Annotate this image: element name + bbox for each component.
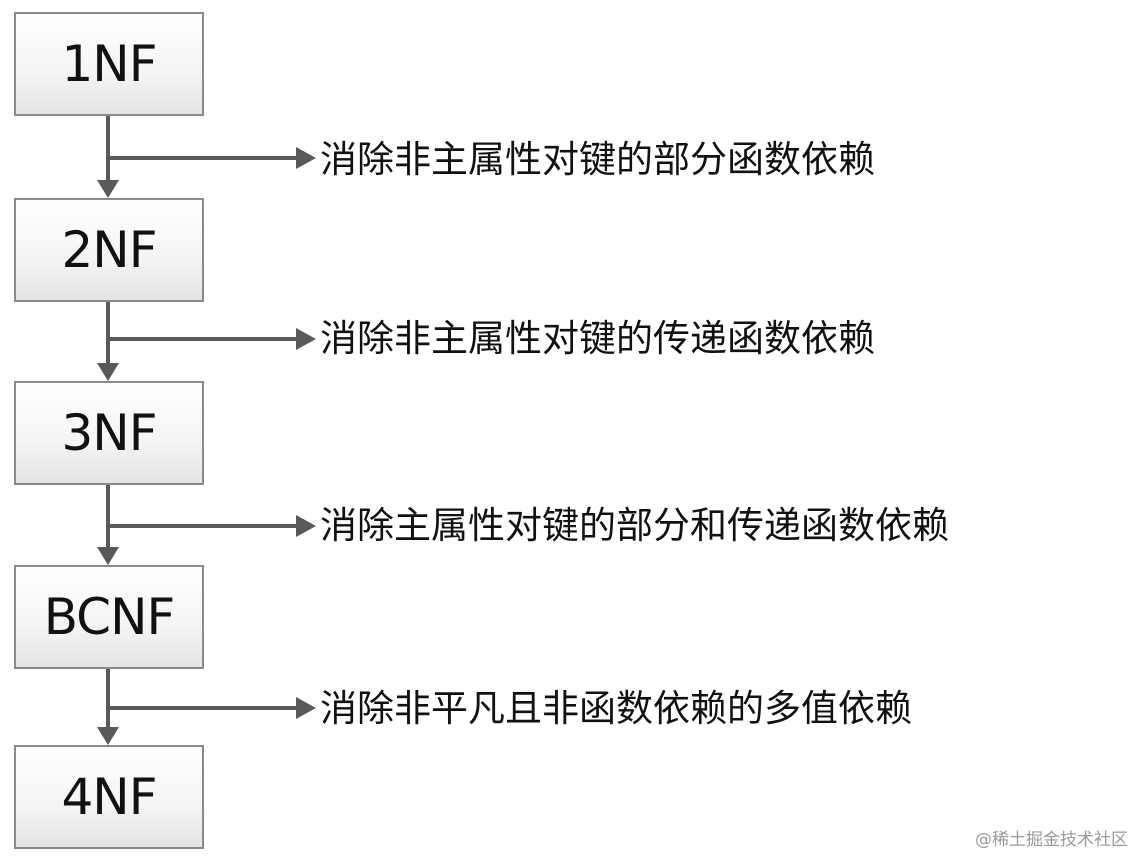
form-box-bcnf: BCNF	[14, 565, 204, 669]
down-arrow-icon	[97, 363, 119, 381]
watermark: @稀土掘金技术社区	[975, 830, 1128, 850]
down-arrow-icon	[97, 547, 119, 565]
form-box-1nf: 1NF	[14, 12, 204, 116]
form-box-2nf: 2NF	[14, 198, 204, 302]
form-box-4nf: 4NF	[14, 745, 204, 849]
connector-bcnf-4nf	[97, 669, 316, 745]
form-box-3nf: 3NF	[14, 381, 204, 485]
connector-2nf-3nf	[97, 302, 316, 381]
right-arrow-icon	[296, 328, 316, 350]
right-arrow-icon	[296, 147, 316, 169]
right-arrow-icon	[296, 515, 316, 537]
down-arrow-icon	[97, 180, 119, 198]
down-arrow-icon	[97, 727, 119, 745]
step-label-1nf-to-2nf: 消除非主属性对键的部分函数依赖	[320, 138, 875, 181]
connector-3nf-bcnf	[97, 485, 316, 565]
right-arrow-icon	[296, 697, 316, 719]
connector-1nf-2nf	[97, 116, 316, 198]
step-label-2nf-to-3nf: 消除非主属性对键的传递函数依赖	[320, 317, 875, 360]
step-label-3nf-to-bcnf: 消除主属性对键的部分和传递函数依赖	[320, 504, 949, 547]
step-label-bcnf-to-4nf: 消除非平凡且非函数依赖的多值依赖	[320, 687, 912, 730]
